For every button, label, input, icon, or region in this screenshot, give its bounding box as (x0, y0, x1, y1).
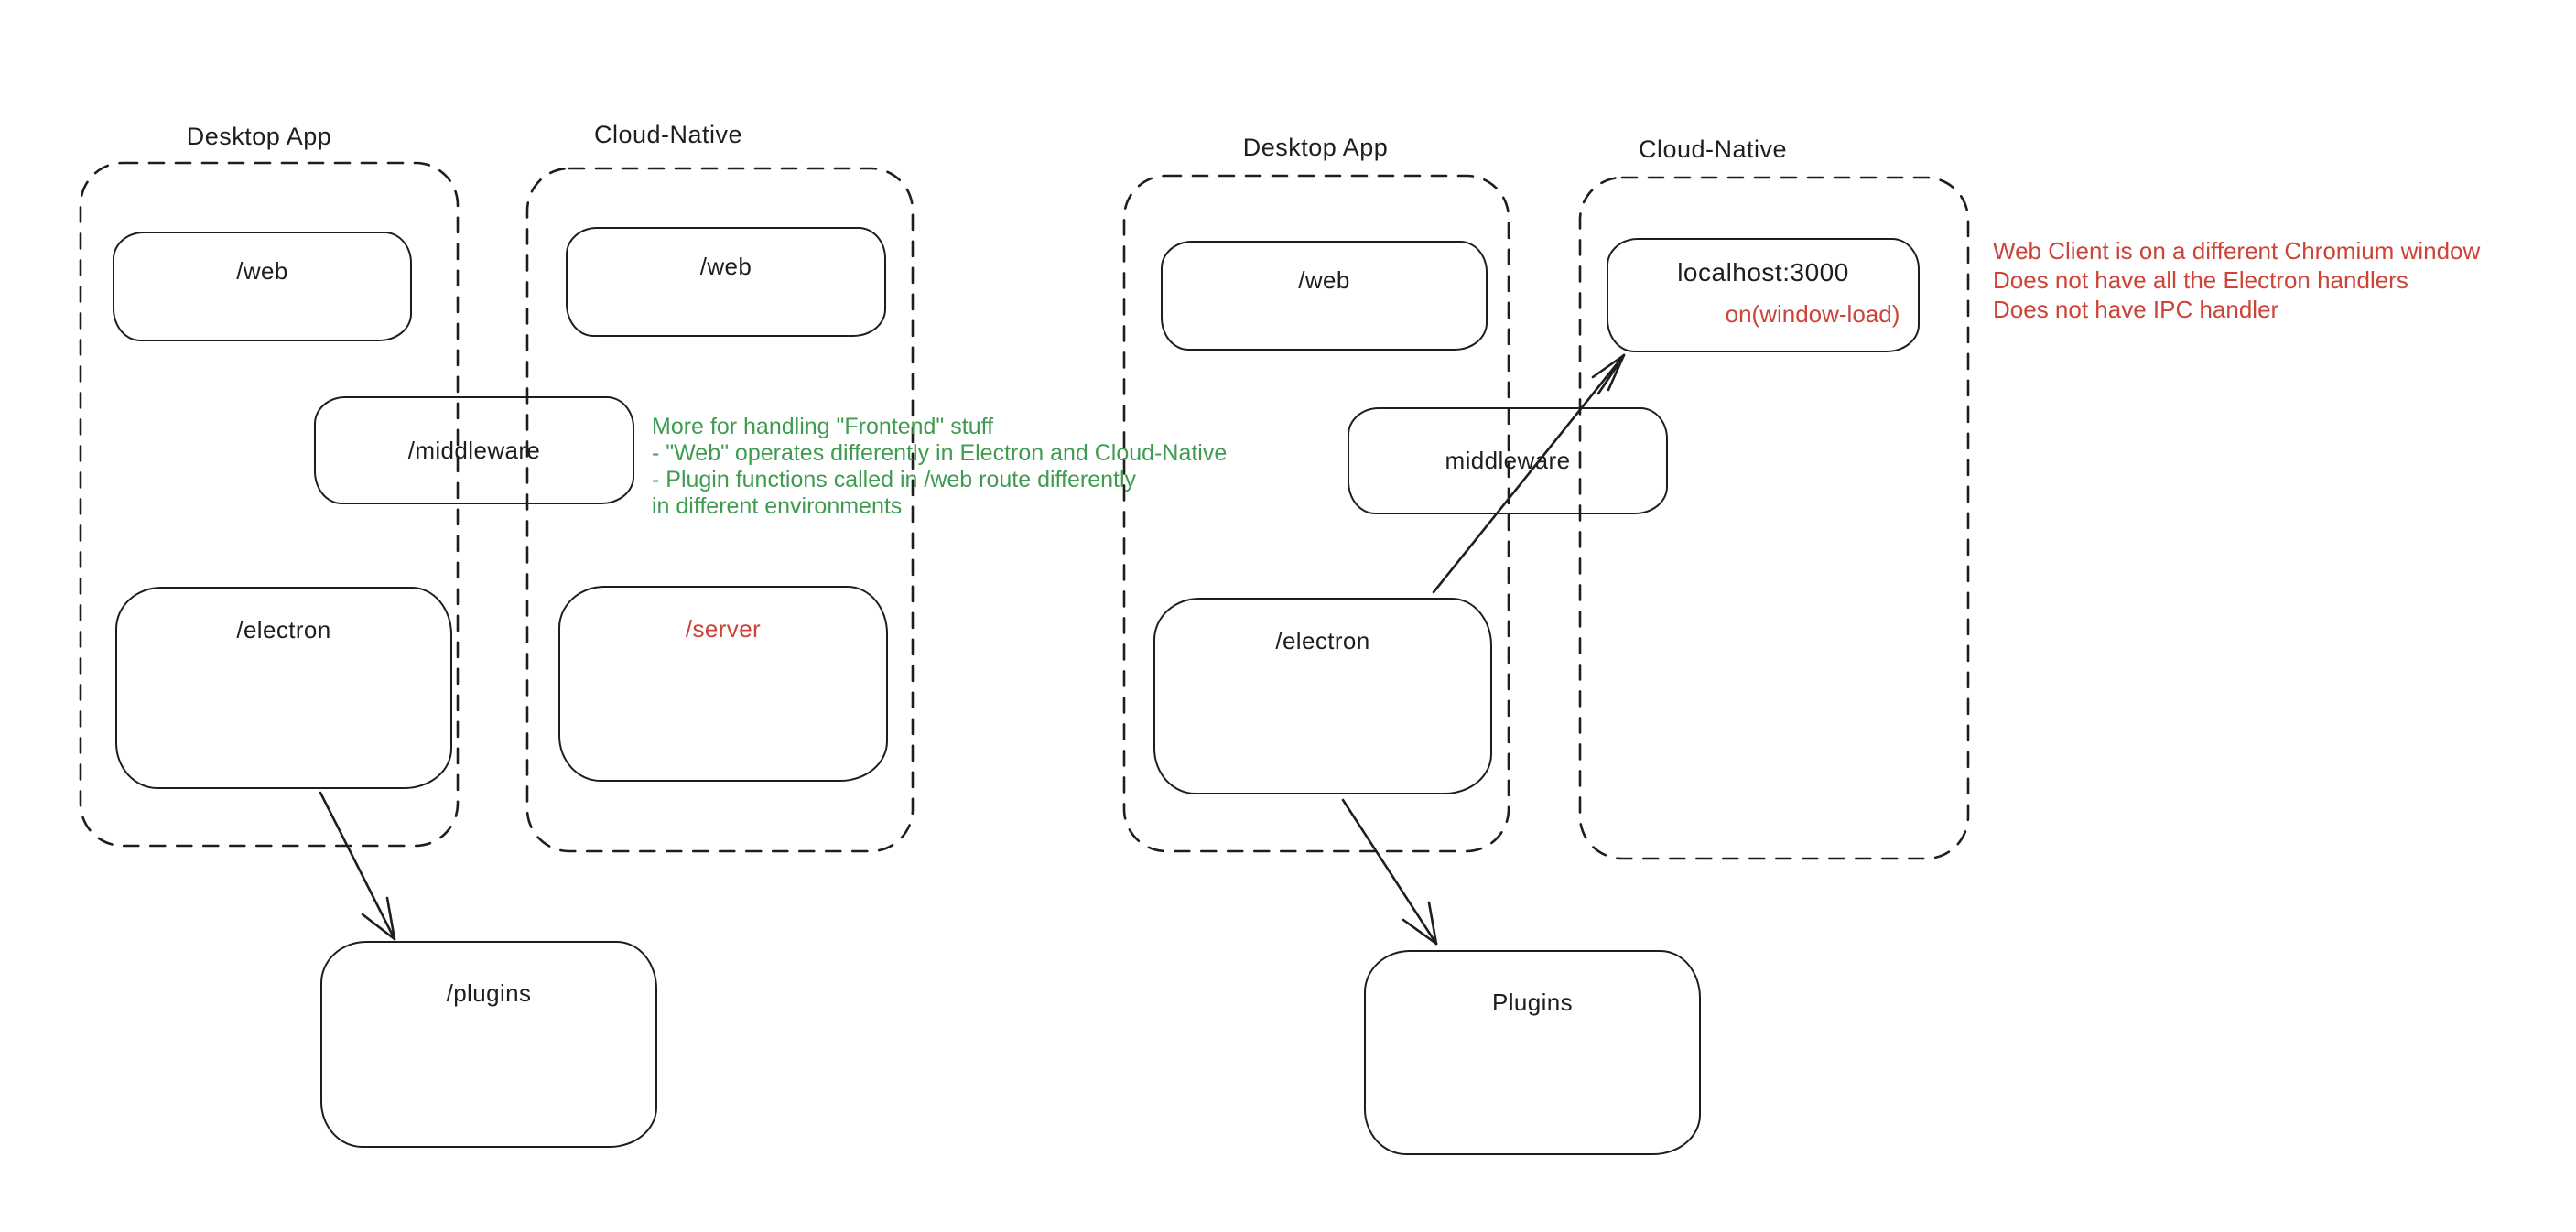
container-cloud-native-right[interactable] (1578, 176, 1970, 860)
red-note-line-2: Does not have all the Electron handlers (1993, 266, 2408, 294)
on-window-load-label: on(window-load) (1725, 300, 1900, 328)
plugins-box-left[interactable]: /plugins (320, 941, 657, 1148)
plugins-box-left-label: /plugins (446, 979, 532, 1007)
electron-box-left-label: /electron (236, 616, 331, 643)
server-box-left[interactable]: /server (558, 586, 888, 782)
web-box-right-label: /web (1298, 266, 1350, 294)
server-box-left-label: /server (685, 615, 762, 643)
container-desktop-app-left[interactable] (79, 161, 460, 848)
middleware-box-left-label: /middleware (407, 436, 541, 464)
middleware-box-left[interactable]: /middleware (314, 396, 634, 504)
web-box-left-desktop-label: /web (236, 257, 288, 285)
plugins-box-right-label: Plugins (1491, 989, 1574, 1016)
cloud-native-left-title[interactable]: Cloud-Native (593, 121, 743, 148)
cloud-native-right-title[interactable]: Cloud-Native (1638, 135, 1788, 163)
desktop-app-left-title[interactable]: Desktop App (186, 123, 332, 150)
web-box-left-cloud[interactable]: /web (566, 227, 886, 337)
web-box-right[interactable]: /web (1161, 241, 1488, 351)
green-note-line-3: - Plugin functions called in /web route … (652, 467, 1137, 492)
green-note-line-2: - "Web" operates differently in Electron… (652, 440, 1228, 466)
electron-box-left[interactable]: /electron (115, 587, 452, 789)
web-box-left-cloud-label: /web (699, 253, 752, 280)
arrow-electron-to-plugins-left[interactable] (319, 791, 396, 941)
green-note[interactable]: More for handling "Frontend" stuff - "We… (652, 414, 1227, 520)
desktop-app-right-title[interactable]: Desktop App (1242, 134, 1389, 161)
green-note-line-4: in different environments (652, 493, 903, 519)
electron-box-right-label: /electron (1275, 627, 1370, 654)
red-note-line-1: Web Client is on a different Chromium wi… (1993, 237, 2481, 265)
middleware-box-right-label: middleware (1445, 447, 1571, 474)
container-cloud-native-left[interactable] (525, 167, 915, 853)
arrow-electron-to-plugins-right[interactable] (1341, 798, 1438, 946)
green-note-line-1: More for handling "Frontend" stuff (652, 414, 994, 439)
red-note[interactable]: Web Client is on a different Chromium wi… (1993, 236, 2480, 324)
arrow-electron-to-localhost-right[interactable] (1432, 353, 1626, 594)
red-note-line-3: Does not have IPC handler (1993, 296, 2279, 323)
plugins-box-right[interactable]: Plugins (1364, 950, 1701, 1155)
container-desktop-app-right[interactable] (1122, 174, 1510, 853)
electron-box-right[interactable]: /electron (1153, 598, 1492, 794)
middleware-box-right[interactable]: middleware (1348, 407, 1668, 514)
web-box-left-desktop[interactable]: /web (113, 232, 412, 341)
localhost-box-right[interactable]: localhost:3000 on(window-load) (1607, 238, 1920, 352)
localhost-label: localhost:3000 (1677, 258, 1849, 286)
